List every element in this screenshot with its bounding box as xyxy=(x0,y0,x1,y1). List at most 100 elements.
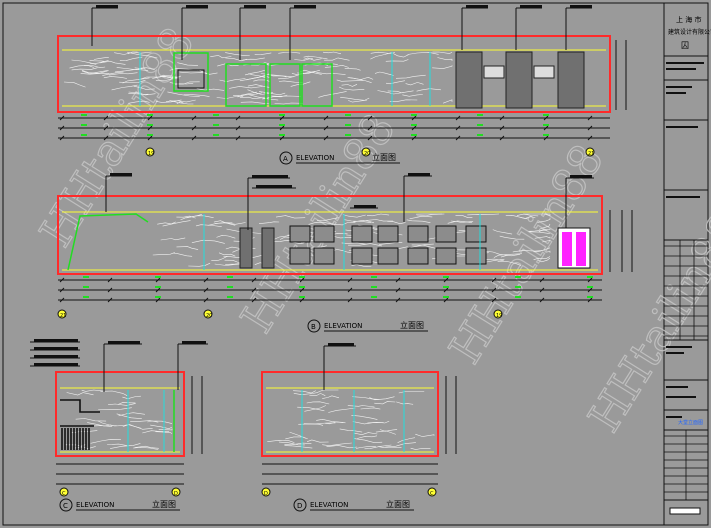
marble-vein xyxy=(293,390,316,394)
dimension-tick xyxy=(155,297,161,303)
wall-panel xyxy=(289,225,311,243)
elevation-cn: 立面图 xyxy=(372,152,396,162)
elevation-id: B xyxy=(311,323,316,331)
dimension-text xyxy=(411,124,417,126)
marble-vein xyxy=(316,217,339,222)
dimension-text xyxy=(371,286,377,288)
marble-vein xyxy=(537,257,551,263)
marble-vein xyxy=(318,91,347,98)
marble-vein xyxy=(324,57,350,61)
marble-vein xyxy=(176,246,199,250)
dimension-tick xyxy=(543,135,549,141)
marble-vein xyxy=(89,60,106,62)
marble-vein xyxy=(349,76,374,80)
marble-vein xyxy=(416,88,441,92)
dimension-text xyxy=(81,114,87,116)
dimension-tick xyxy=(59,115,65,121)
dimension-tick xyxy=(107,277,113,283)
elevation-label: ELEVATION xyxy=(324,322,362,330)
elevation-id: D xyxy=(297,502,302,510)
dimension-text xyxy=(443,296,449,298)
grid-bubbles: C D xyxy=(59,487,181,497)
marble-vein xyxy=(158,428,173,431)
dimension-text xyxy=(443,286,449,288)
marble-vein xyxy=(467,213,500,216)
dimension-tick xyxy=(587,135,593,141)
title-text-bar xyxy=(666,396,696,398)
marble-vein xyxy=(258,221,280,224)
note-text-bar xyxy=(328,343,354,346)
note-text-bar xyxy=(520,5,542,8)
title-block-content: 上 海 市 建筑设计有限公司 囚 大堂立面图 xyxy=(664,15,711,515)
marble-vein xyxy=(196,88,225,91)
wall-panel xyxy=(313,247,335,265)
dimension-text xyxy=(155,276,161,278)
title-text-bar xyxy=(666,126,698,128)
marble-vein xyxy=(248,73,267,79)
marble-vein xyxy=(99,60,126,65)
marble-vein xyxy=(284,445,313,449)
marble-vein xyxy=(111,84,138,91)
stone-columns xyxy=(239,227,275,269)
marble-vein xyxy=(229,86,263,89)
dimension-tick xyxy=(443,297,449,303)
marble-vein xyxy=(155,99,182,103)
elevation-d: D C D ELEVATION 立面图 xyxy=(261,345,457,512)
note-text-bar xyxy=(252,175,288,178)
dimension-text xyxy=(345,124,351,126)
dimension-text xyxy=(155,296,161,298)
marble-vein xyxy=(378,446,402,448)
dimension-tick xyxy=(499,125,505,131)
dimension-text xyxy=(587,296,593,298)
grid-label: 21 xyxy=(60,313,66,319)
dimension-text xyxy=(345,134,351,136)
marble-vein xyxy=(533,247,551,253)
marble-vein xyxy=(253,79,271,83)
wall-panel xyxy=(465,225,487,243)
marble-vein xyxy=(278,51,301,54)
dimension-tick xyxy=(587,125,593,131)
marble-vein xyxy=(274,102,304,105)
marble-vein xyxy=(385,59,409,62)
marble-vein xyxy=(122,77,150,84)
side-dims xyxy=(615,40,627,110)
marble-vein xyxy=(165,100,184,104)
dimension-text xyxy=(515,286,521,288)
marble-vein xyxy=(326,445,358,449)
grid-label: 19 xyxy=(148,151,154,157)
dimension-tick xyxy=(587,297,593,303)
marble-vein xyxy=(188,262,211,267)
marble-vein xyxy=(537,217,551,223)
dimension-text xyxy=(227,276,233,278)
dimension-text xyxy=(227,296,233,298)
marble-vein xyxy=(162,220,191,227)
marble-vein xyxy=(360,407,381,410)
marble-vein xyxy=(127,51,158,59)
marble-vein xyxy=(442,99,453,104)
marble-vein xyxy=(387,221,406,225)
marble-vein xyxy=(114,68,149,73)
marble-vein xyxy=(245,75,271,81)
marble-vein xyxy=(66,392,94,396)
dimension-text xyxy=(227,286,233,288)
marble-vein xyxy=(398,391,425,394)
marble-vein xyxy=(538,223,551,230)
leaders xyxy=(323,345,356,390)
marble-vein xyxy=(174,81,200,85)
title-text-bar xyxy=(666,352,684,354)
dimension-text xyxy=(477,124,483,126)
marble-vein xyxy=(133,446,159,450)
marble-vein xyxy=(87,422,110,427)
note-text-bar xyxy=(182,341,206,344)
note-text-bar xyxy=(294,5,316,8)
marble-vein xyxy=(348,243,382,247)
marble-vein xyxy=(128,91,156,96)
dimension-tick xyxy=(543,125,549,131)
marble-vein xyxy=(332,248,355,254)
marble-vein xyxy=(71,67,98,71)
marble-vein xyxy=(97,420,117,426)
marble-vein xyxy=(500,254,521,258)
dimension-lines xyxy=(58,279,602,301)
marble-vein xyxy=(542,239,551,243)
